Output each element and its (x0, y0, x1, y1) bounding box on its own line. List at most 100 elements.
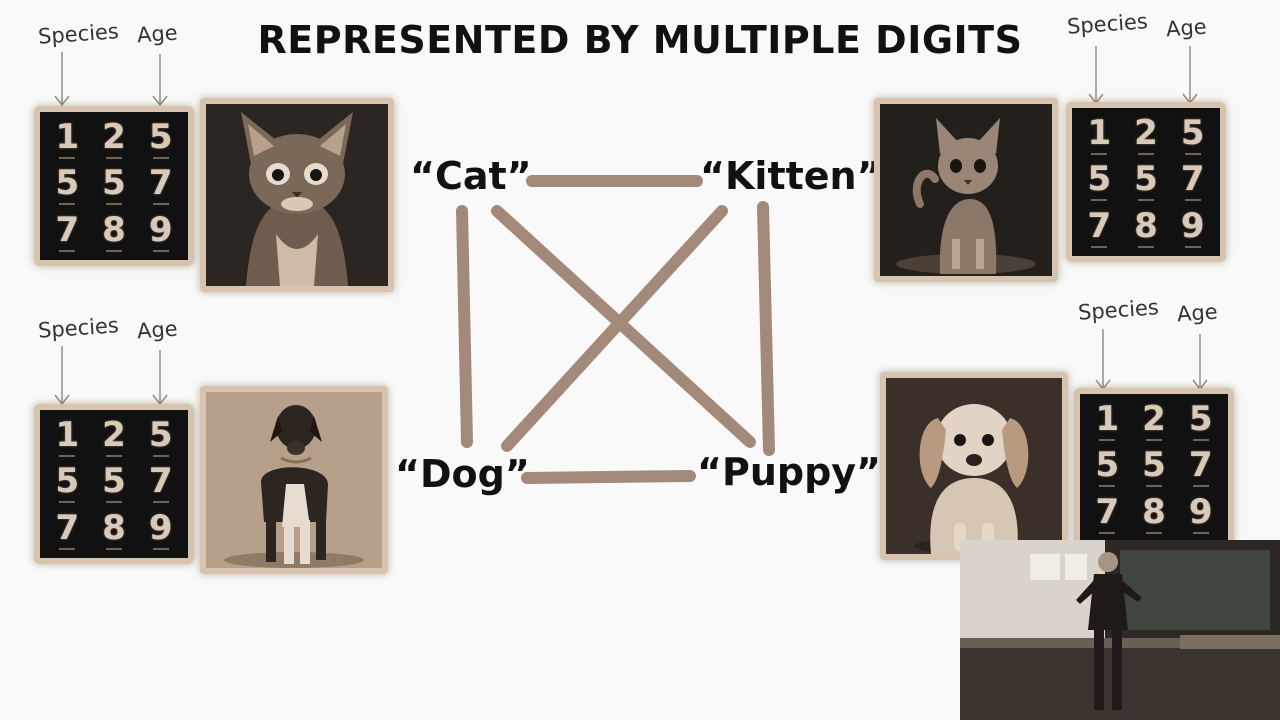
kitten-image (874, 98, 1058, 282)
digit-caption-mark (1091, 246, 1108, 249)
digit-cell: 7 (137, 163, 184, 210)
digit-cell: 7 (1084, 491, 1131, 538)
age-label-br: Age (1176, 299, 1219, 327)
age-label-tr: Age (1165, 14, 1208, 42)
digit-cell: 9 (1177, 491, 1224, 538)
digit-caption-mark (1192, 485, 1209, 488)
digit-value: 1 (55, 116, 80, 157)
digit-value: 7 (148, 461, 173, 502)
digit-caption-mark (152, 548, 169, 551)
digit-value: 8 (102, 508, 126, 549)
digit-value: 1 (55, 414, 80, 455)
lecturer (1076, 552, 1142, 710)
digit-value: 7 (1180, 159, 1205, 200)
digit-cell: 7 (137, 461, 184, 508)
digit-cell: 1 (1084, 398, 1131, 445)
digit-cell: 1 (44, 414, 91, 461)
cat-image (200, 98, 394, 292)
digit-cell: 8 (91, 507, 138, 554)
digit-caption-mark (59, 454, 76, 457)
arrow-age-bl (152, 350, 168, 406)
digit-value: 2 (102, 414, 126, 455)
digit-value: 8 (102, 210, 126, 251)
digit-value: 2 (1142, 398, 1166, 439)
digit-cell: 7 (44, 209, 91, 256)
digit-value: 5 (1188, 398, 1213, 439)
digit-value: 2 (102, 116, 126, 157)
arrow-species-br (1095, 329, 1111, 391)
digit-value: 5 (102, 163, 126, 204)
digit-value: 8 (1134, 206, 1158, 247)
digit-caption-mark (1192, 532, 1209, 535)
lecturer-video (960, 540, 1280, 720)
digit-caption-mark (1192, 438, 1209, 441)
digit-cell: 5 (137, 414, 184, 461)
digit-caption-mark (1137, 199, 1154, 202)
digit-cell: 9 (1169, 205, 1216, 252)
digit-cell: 5 (137, 116, 184, 163)
digit-value: 1 (1095, 398, 1120, 439)
digit-caption-mark (152, 250, 169, 253)
digit-caption-mark (105, 203, 122, 206)
digit-caption-mark (1099, 532, 1116, 535)
digit-cell: 5 (1076, 159, 1123, 206)
digit-cell: 5 (1084, 445, 1131, 492)
digit-caption-mark (152, 203, 169, 206)
digit-value: 9 (148, 210, 173, 251)
age-label-bl: Age (136, 316, 179, 344)
digit-value: 5 (55, 461, 80, 502)
digit-cell: 5 (1123, 159, 1170, 206)
word-dog: “Dog” (395, 452, 530, 496)
digit-cell: 7 (44, 507, 91, 554)
digit-cell: 7 (1169, 159, 1216, 206)
line-cat-dog (456, 205, 473, 448)
digit-value: 7 (1188, 445, 1213, 486)
digit-value: 5 (1087, 159, 1112, 200)
slide-title: REPRESENTED BY MULTIPLE DIGITS (257, 18, 1023, 62)
puppy-image (880, 372, 1068, 560)
arrow-age-tr (1182, 46, 1198, 105)
digit-cell: 5 (1169, 112, 1216, 159)
digit-caption-mark (1091, 199, 1108, 202)
digit-caption-mark (105, 548, 122, 551)
digit-cell: 5 (1131, 445, 1178, 492)
digit-cell: 1 (1076, 112, 1123, 159)
digit-value: 5 (1180, 112, 1205, 153)
digit-value: 7 (55, 508, 80, 549)
digit-caption-mark (1184, 246, 1201, 249)
arrow-age-br (1192, 334, 1208, 391)
digit-caption-mark (1145, 438, 1162, 441)
digit-value: 1 (1087, 112, 1112, 153)
digit-value: 9 (1180, 206, 1205, 247)
digit-value: 5 (1142, 445, 1166, 486)
digit-caption-mark (59, 156, 76, 159)
digit-value: 5 (148, 116, 173, 157)
arrow-species-tr (1088, 46, 1104, 105)
digit-cell: 1 (44, 116, 91, 163)
digit-cell: 2 (1123, 112, 1170, 159)
arrow-species-bl (54, 346, 70, 406)
digit-cell: 8 (1131, 491, 1178, 538)
digit-cell: 5 (1177, 398, 1224, 445)
digit-caption-mark (105, 250, 122, 253)
digit-cell: 9 (137, 209, 184, 256)
line-kitten-puppy (757, 201, 775, 456)
digit-value: 7 (1095, 492, 1120, 533)
line-dog-puppy (521, 470, 696, 484)
digit-cell: 7 (1076, 205, 1123, 252)
digit-caption-mark (59, 250, 76, 253)
digit-cell: 8 (1123, 205, 1170, 252)
digit-cell: 8 (91, 209, 138, 256)
age-label-tl: Age (136, 20, 179, 48)
digit-caption-mark (1091, 152, 1108, 155)
arrow-age-tl (152, 54, 168, 107)
digit-cell: 7 (1177, 445, 1224, 492)
digit-caption-mark (1184, 199, 1201, 202)
digit-cell: 2 (91, 414, 138, 461)
line-kitten-dog (501, 205, 728, 452)
digit-value: 7 (55, 210, 80, 251)
